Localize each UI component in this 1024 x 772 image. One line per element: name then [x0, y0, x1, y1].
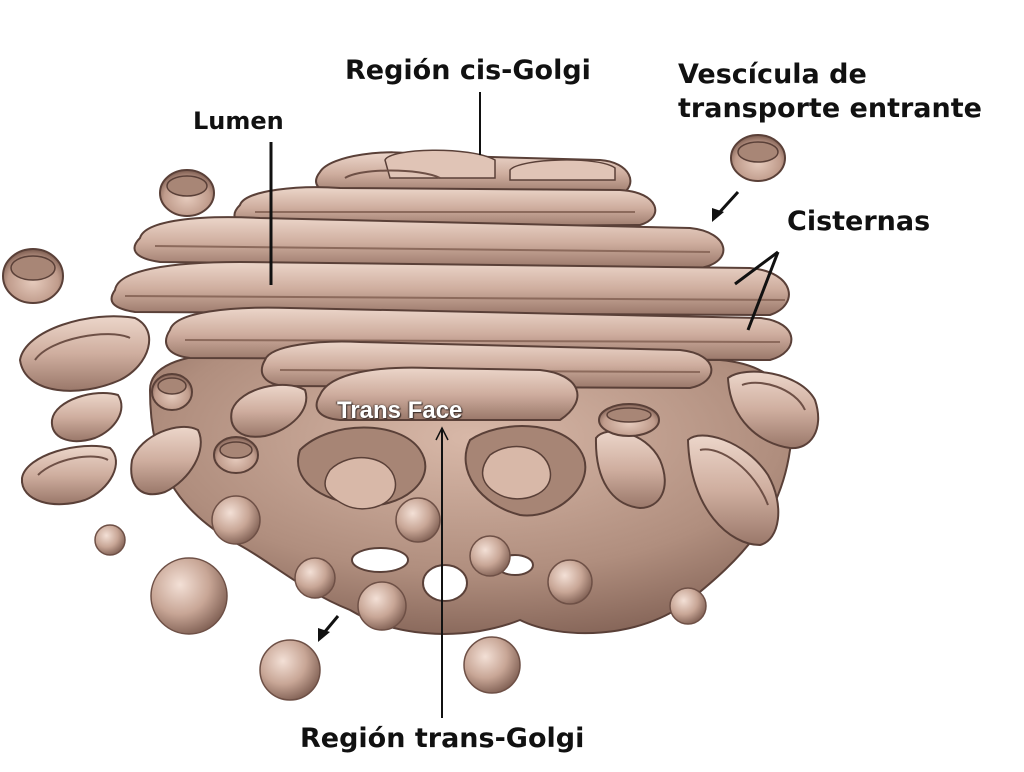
- outgoing-arrow-head: [318, 628, 330, 642]
- leader-lines: [269, 92, 780, 718]
- cisternas-leader-2: [746, 251, 780, 331]
- pod-vesicle: [130, 425, 202, 496]
- cis-golgi-label: Región cis-Golgi: [345, 55, 591, 86]
- pod-vesicle: [18, 315, 151, 392]
- cup-vesicle: [2, 248, 64, 304]
- incoming-vesicle-label: Vescícula de transporte entrante: [678, 58, 982, 126]
- vesicle-sphere: [547, 559, 593, 605]
- vesicle-sphere: [211, 495, 261, 545]
- vesicle-sphere: [463, 636, 521, 694]
- vesicle-sphere: [669, 587, 707, 625]
- trans-face-label: Trans Face: [337, 397, 463, 424]
- cup-vesicle: [151, 373, 193, 411]
- vesicle-sphere: [94, 524, 126, 556]
- pod-vesicle: [230, 383, 308, 438]
- incoming-arrow-head: [712, 208, 724, 222]
- cup-vesicle: [598, 403, 660, 437]
- vesicle-sphere: [294, 557, 336, 599]
- incoming-vesicle-line-1: Vescícula de: [678, 59, 867, 90]
- vesicle-sphere: [150, 557, 228, 635]
- pod-vesicle: [686, 434, 780, 547]
- arrows: [318, 190, 740, 642]
- pod-vesicle: [726, 370, 820, 450]
- cup-vesicle: [159, 169, 215, 217]
- spherical-vesicles: [94, 495, 707, 701]
- vesicle-sphere: [469, 535, 511, 577]
- cisternae-stack: [110, 149, 793, 421]
- cisternas-leader-1: [734, 250, 779, 286]
- cup-vesicle: [213, 436, 259, 474]
- vesicle-sphere: [259, 639, 321, 701]
- cup-vesicle: [730, 134, 786, 182]
- trans-golgi-label: Región trans-Golgi: [300, 723, 585, 754]
- pod-vesicle: [20, 444, 117, 506]
- lumen-label: Lumen: [193, 107, 284, 135]
- pod-vesicle: [50, 391, 123, 443]
- cisternas-label: Cisternas: [787, 206, 931, 237]
- vesicle-sphere: [357, 581, 407, 631]
- incoming-vesicle-line-2: transporte entrante: [678, 93, 982, 124]
- vesicle-sphere: [395, 497, 441, 543]
- side-vesicles: [2, 134, 820, 547]
